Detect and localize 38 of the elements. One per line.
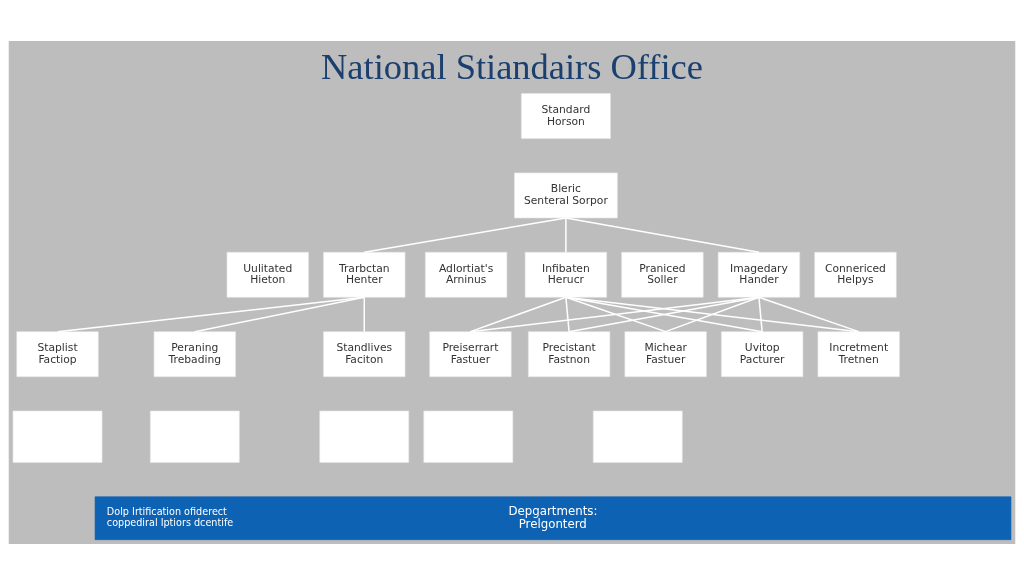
node-box (592, 410, 683, 463)
node-box: Infibaten Herucr (524, 251, 607, 298)
connector (664, 296, 760, 333)
connector (565, 296, 667, 333)
connector (565, 217, 567, 254)
node-box: Praniced Soller (621, 251, 704, 298)
node-box: Uulitated Hieton (226, 251, 309, 298)
node-box (319, 410, 410, 463)
connector (565, 217, 760, 254)
node-box (12, 410, 103, 463)
node-box: Michear Fastuer (624, 331, 707, 377)
node-box: Incretment Tretnen (817, 331, 900, 377)
node-box: Precistant Fastnon (528, 331, 611, 377)
node-box: Dolp Irtification ofiderect coppediral Iptiors dcentife Depgartments: Prelgonterd (94, 496, 1012, 541)
connector (469, 296, 760, 333)
node-box: Trarbctan Henter (323, 251, 406, 298)
node-box: Preiserrart Fastuer (429, 331, 512, 377)
node-box: Imagedary Hander (717, 251, 801, 298)
node-box: Peraning Trebading (153, 331, 236, 377)
connector (194, 296, 365, 333)
node-box: Standard Horson (521, 93, 611, 139)
connector (565, 296, 860, 333)
node-box: Adlortiat's Arninus (425, 251, 508, 298)
node-box: Staplist Factiop (16, 331, 99, 377)
node-box: Uvitop Pacturer (721, 331, 804, 377)
connector (363, 296, 365, 333)
connector (363, 217, 567, 254)
connector (565, 296, 570, 333)
connector (758, 296, 763, 333)
node-box (423, 410, 514, 463)
node-box: Connericed Helpys (814, 251, 897, 298)
connector (56, 296, 365, 333)
node-box: Bleric Senteral Sorpor (514, 172, 618, 219)
connector (758, 296, 860, 333)
connector (469, 296, 567, 333)
node-box (150, 410, 240, 463)
node-box: Standlives Faciton (323, 331, 406, 377)
diagram-title: National Stiandairs Office (321, 46, 703, 87)
